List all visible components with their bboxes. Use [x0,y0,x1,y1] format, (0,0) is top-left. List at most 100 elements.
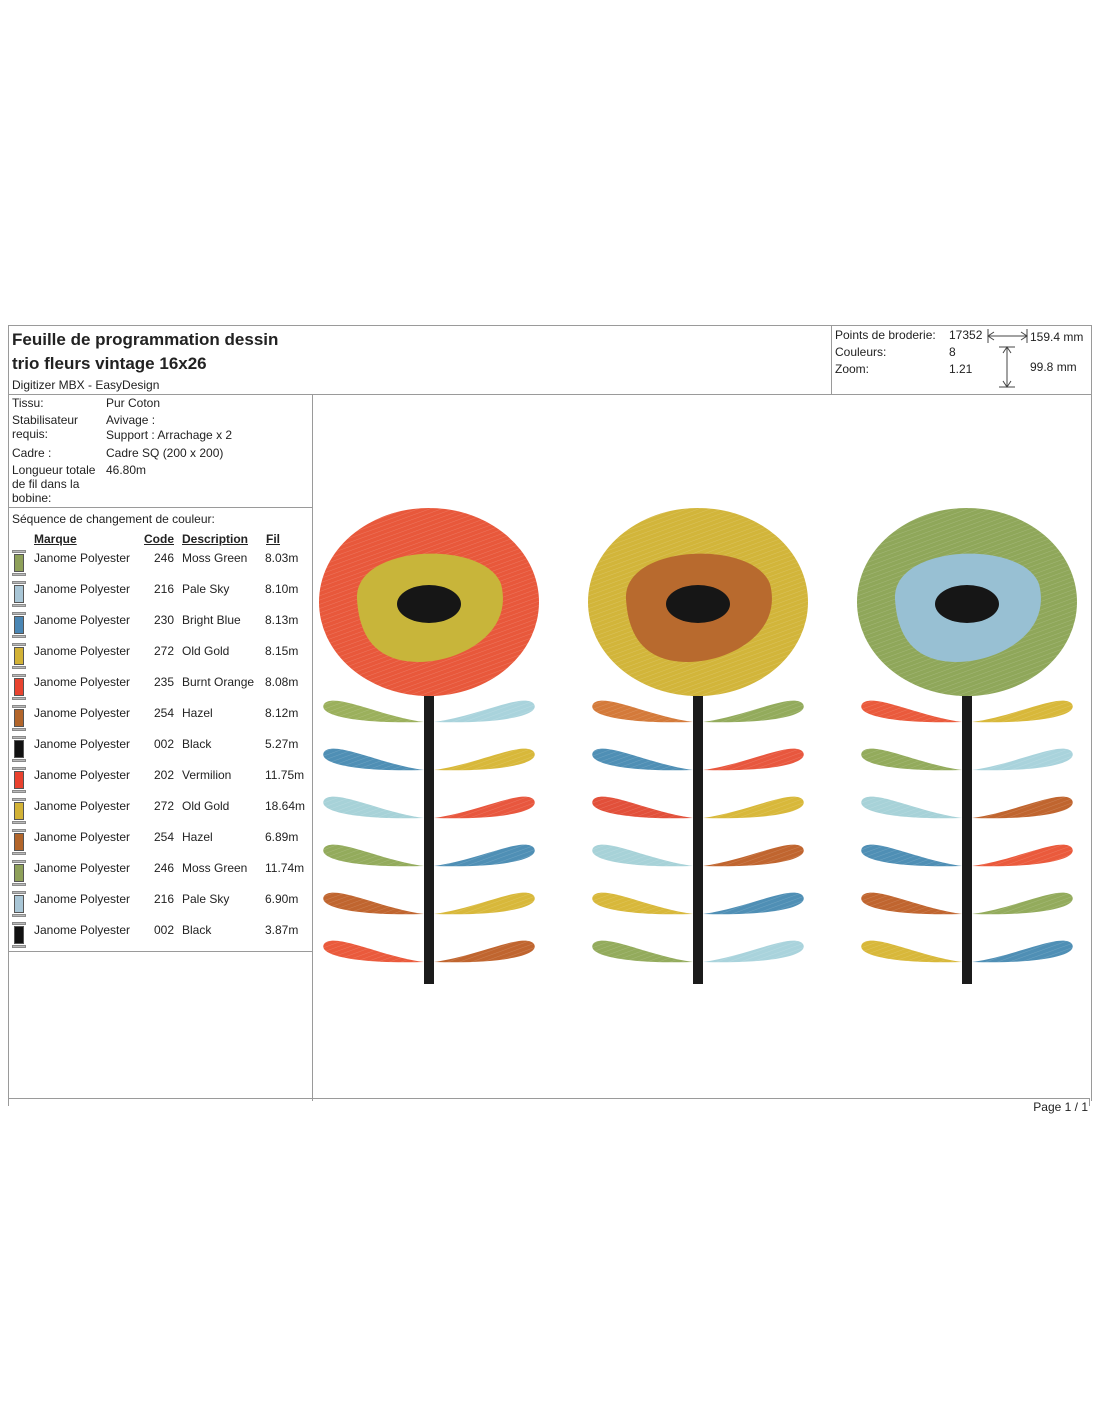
thread-length-cell: 3.87m [265,923,299,937]
code-cell: 002 [154,923,175,937]
thread-spool-icon [12,860,26,886]
leaf-texture [434,892,535,915]
flower-stem [693,694,703,984]
stitch-count-value: 17352 [949,328,983,342]
leaf-texture [861,844,962,867]
thread-color-swatch [14,802,24,820]
code-cell: 272 [154,644,175,658]
leaf-texture [323,748,424,771]
zoom-value: 1.21 [949,362,973,376]
flower-center [397,585,461,623]
description-cell: Black [182,737,212,751]
description-cell: Old Gold [182,799,230,813]
brand-cell: Janome Polyester [34,675,131,689]
thread-length-cell: 8.10m [265,582,299,596]
sequence-row: Janome Polyester 216 Pale Sky 8.10m [9,581,312,612]
thread-length-cell: 8.13m [265,613,299,627]
footer-tick [1089,1098,1090,1106]
code-cell: 202 [154,768,175,782]
leaf-texture [972,796,1073,819]
thread-length-cell: 8.08m [265,675,299,689]
leaf-texture [592,844,693,867]
colors-label: Couleurs: [835,345,887,359]
leaf-texture [434,844,535,867]
thread-spool-icon [12,922,26,948]
code-cell: 230 [154,613,175,627]
programming-sheet: Feuille de programmation dessin trio fle… [8,325,1092,1101]
materials-info: Tissu: Pur Coton Stabilisateur requis: A… [9,394,312,508]
column-divider [312,394,313,1101]
thread-spool-icon [12,767,26,793]
code-cell: 246 [154,551,175,565]
sequence-row: Janome Polyester 002 Black 3.87m [9,922,312,953]
thread-color-swatch [14,678,24,696]
leaf-texture [861,892,962,915]
leaf-texture [703,748,804,771]
thread-spool-icon [12,829,26,855]
thread-color-swatch [14,926,24,944]
stitch-count-label: Points de broderie: [835,328,936,342]
brand-cell: Janome Polyester [34,551,131,565]
thread-color-swatch [14,554,24,572]
leaf-texture [972,892,1073,915]
design-name: trio fleurs vintage 16x26 [12,354,207,373]
thread-length-cell: 11.75m [265,768,305,782]
thread-spool-icon [12,705,26,731]
thread-spool-icon [12,550,26,576]
thread-spool-icon [12,674,26,700]
thread-length-cell: 8.12m [265,706,299,720]
leaf-texture [592,940,693,963]
footer-line [8,1098,1090,1099]
stabilizer-value: Avivage : [106,413,156,427]
description-cell: Moss Green [182,551,248,565]
thread-length-cell: 5.27m [265,737,299,751]
brand-cell: Janome Polyester [34,799,131,813]
leaf-texture [703,796,804,819]
software-name: Digitizer MBX - EasyDesign [12,378,160,392]
brand-cell: Janome Polyester [34,830,131,844]
thread-color-swatch [14,833,24,851]
code-cell: 272 [154,799,175,813]
dimension-arrows-icon [987,329,1028,388]
leaf-texture [592,700,693,723]
leaf-texture [323,796,424,819]
brand-cell: Janome Polyester [34,706,131,720]
code-cell: 216 [154,582,175,596]
brand-cell: Janome Polyester [34,644,131,658]
description-cell: Pale Sky [182,582,230,596]
code-cell: 216 [154,892,175,906]
description-cell: Old Gold [182,644,230,658]
code-header: Code [144,532,174,546]
thread-spool-icon [12,736,26,762]
description-cell: Black [182,923,212,937]
description-cell: Bright Blue [182,613,241,627]
flower-center [935,585,999,623]
colors-value: 8 [949,345,956,359]
brand-cell: Janome Polyester [34,582,131,596]
leaf-texture [861,748,962,771]
thread-spool-icon [12,891,26,917]
leaf-texture [323,892,424,915]
brand-cell: Janome Polyester [34,613,131,627]
leaf-texture [972,700,1073,723]
brand-cell: Janome Polyester [34,768,131,782]
design-width: 159.4 mm [1030,330,1084,344]
brand-cell: Janome Polyester [34,923,131,937]
thread-spool-icon [12,643,26,669]
fabric-value: Pur Coton [106,396,161,410]
sequence-title: Séquence de changement de couleur: [12,512,215,526]
thread-length-cell: 11.74m [265,861,305,875]
thread-color-swatch [14,740,24,758]
thread-spool-icon [12,612,26,638]
thread-color-swatch [14,709,24,727]
frame-label: Cadre : [12,446,52,460]
description-header: Description [182,532,249,546]
description-cell: Pale Sky [182,892,230,906]
